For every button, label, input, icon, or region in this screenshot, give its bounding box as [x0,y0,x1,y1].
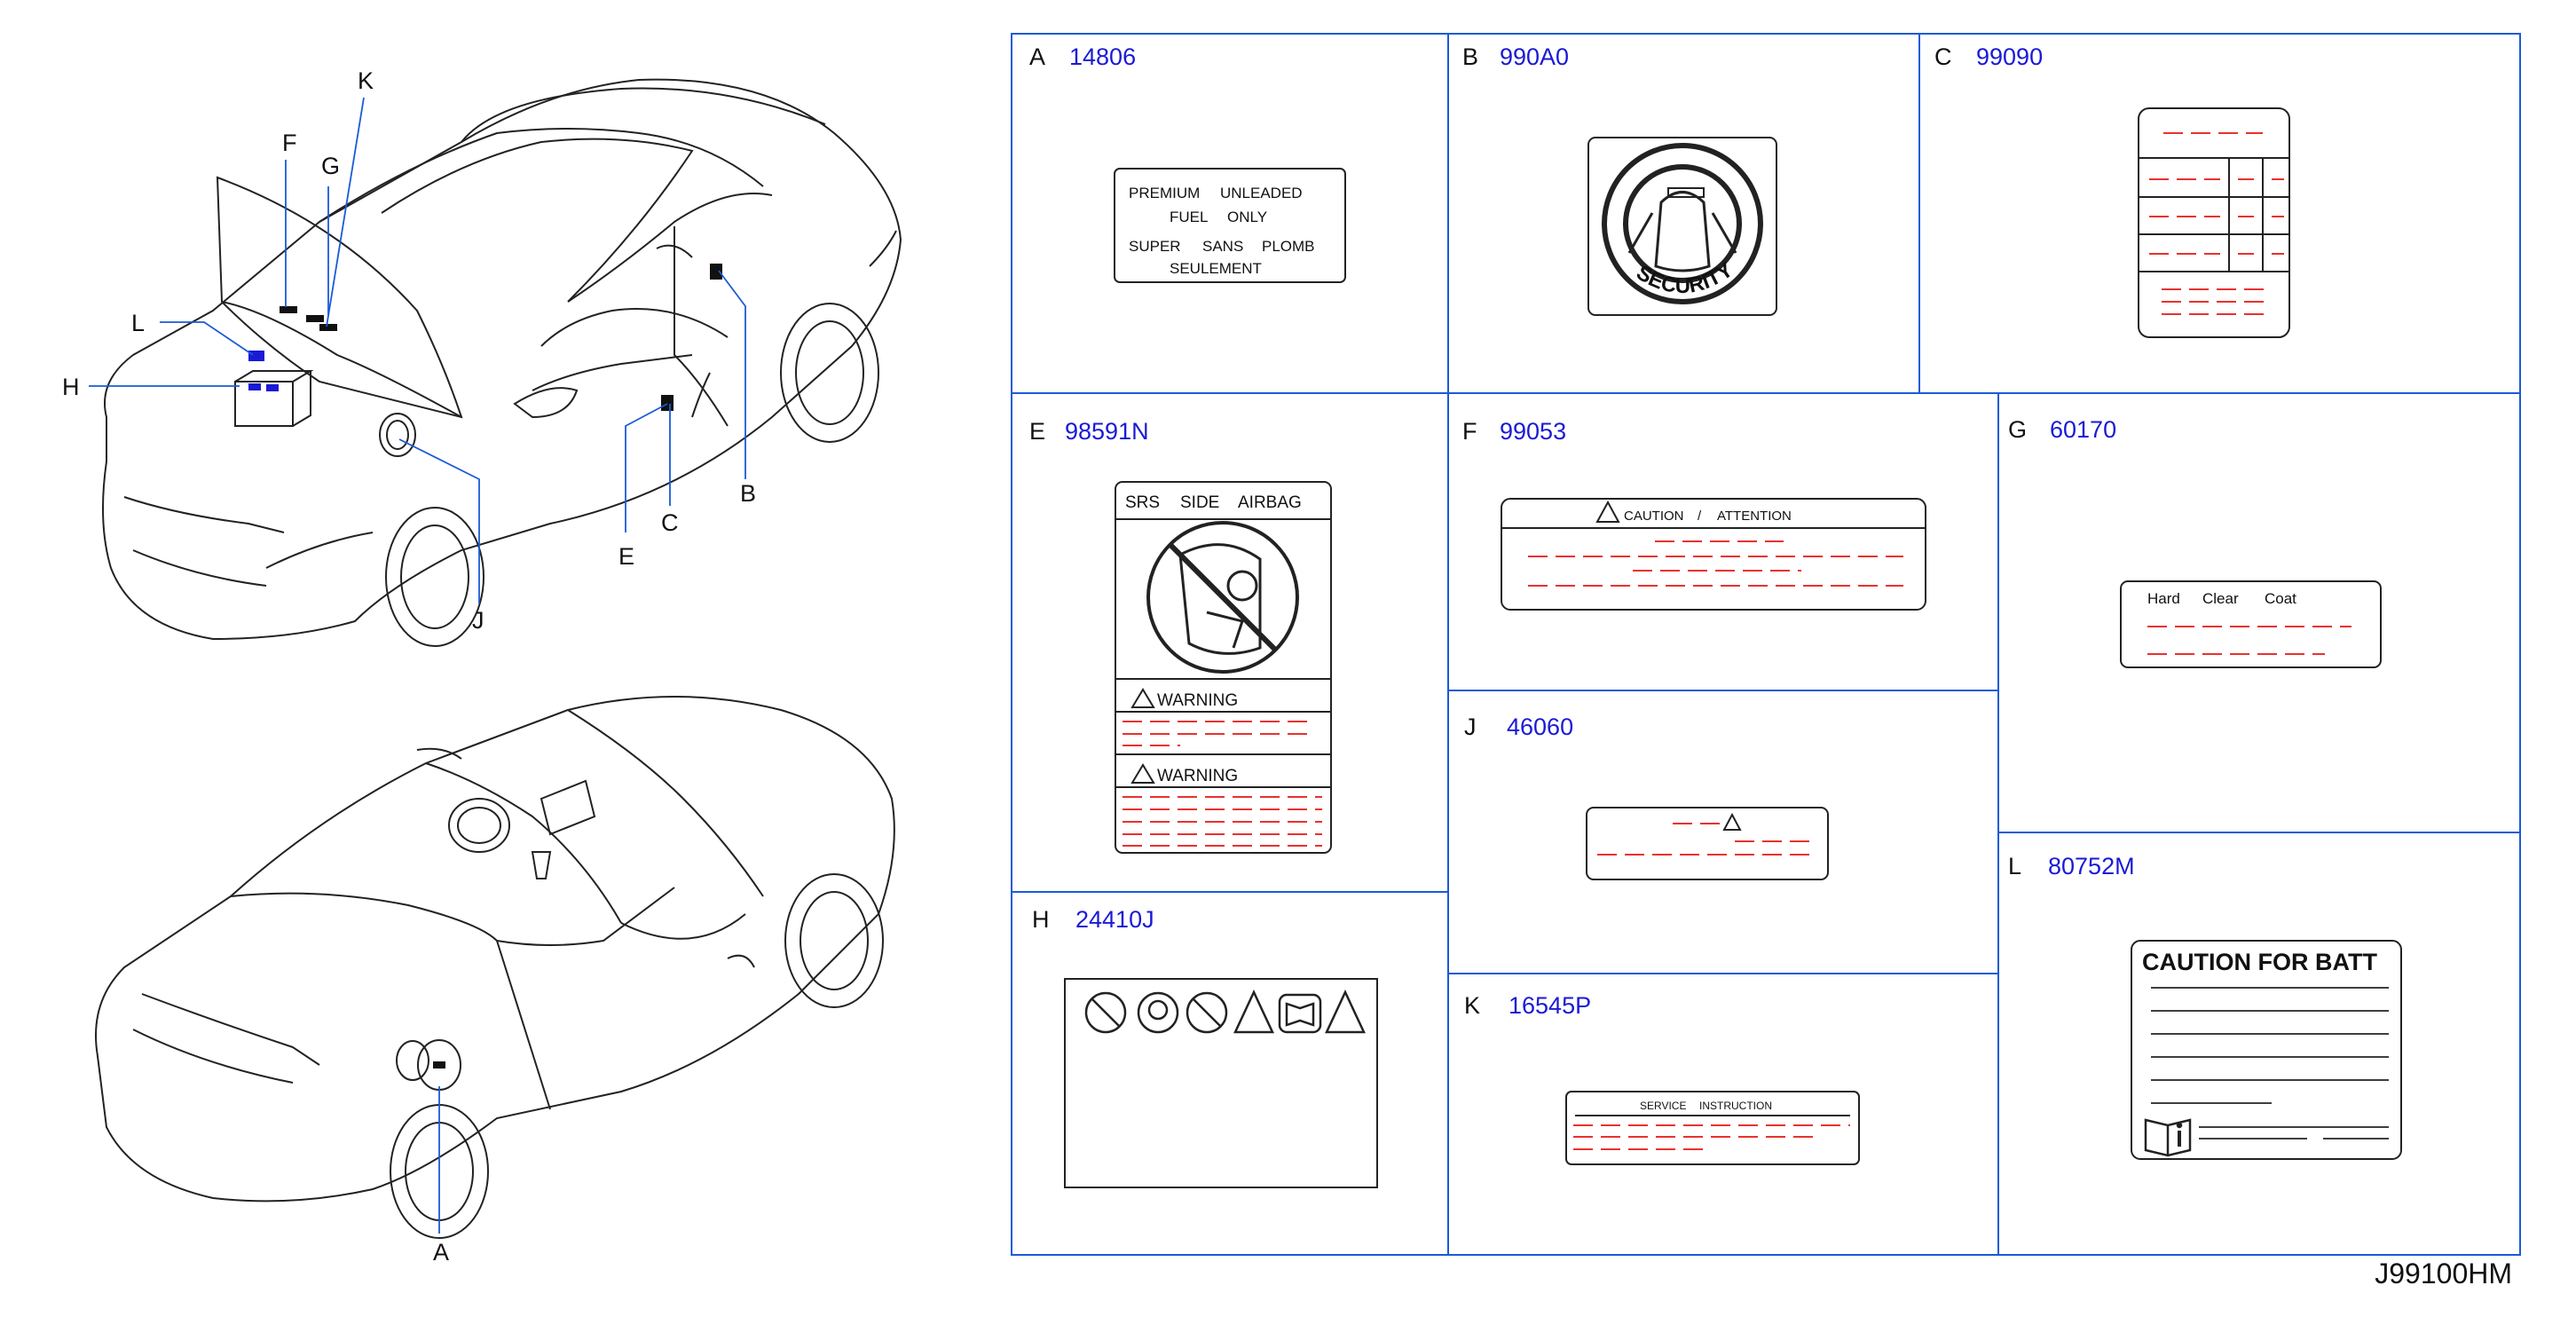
callout-F: F [282,130,297,156]
tire-placard-label [2138,107,2290,338]
callout-A: A [433,1239,449,1266]
attention-text: ATTENTION [1717,509,1792,524]
cell-b-letter: B [1462,43,1478,70]
cell-g-part-number: 60170 [2050,416,2116,443]
caution-label [1501,498,1926,611]
cell-b-part-number: 990A0 [1500,43,1569,70]
callout-L: L [131,310,145,336]
callout-E: E [618,543,634,570]
fuel-label-line3c: PLOMB [1262,238,1315,255]
cell-f: F 99053 CAUTION / ATTENTION [1462,418,1926,611]
srs-airbag-label [1115,481,1332,854]
fuel-label-line3a: SUPER [1129,238,1181,255]
coat-word-3: Coat [2265,590,2296,607]
cell-c-letter: C [1934,43,1952,70]
cell-b: B 990A0 SECURITY [1462,43,1777,316]
fuel-label-line2b: ONLY [1227,209,1267,225]
cell-e-letter: E [1029,418,1045,445]
car-rear-view-icon [95,696,895,1239]
security-label [1587,137,1777,316]
service-text: SERVICE [1640,1100,1686,1112]
cell-l: L 80752M CAUTION FOR BATT [2008,853,2402,1160]
cell-c: C 99090 [1934,43,2290,338]
cell-j-letter: J [1464,714,1477,740]
hard-clear-coat-label [2120,580,2382,668]
srs-header-1: SRS [1125,493,1160,512]
cell-h-part-number: 24410J [1075,906,1154,933]
warning-triangle-icon [1130,763,1155,784]
cell-k-part-number: 16545P [1509,992,1591,1019]
battery-warning-label [1064,978,1378,1188]
warning-text-1: WARNING [1157,691,1238,710]
callout-B: B [740,480,756,507]
srs-header-2: SIDE [1180,493,1219,512]
battery-caution-label [2131,940,2402,1160]
fuel-label-line1b: UNLEADED [1220,185,1303,201]
fuel-label-line1a: PREMIUM [1129,185,1200,201]
no-child-seat-icon [1146,521,1299,674]
coat-word-2: Clear [2202,590,2239,607]
cell-l-letter: L [2008,853,2021,879]
callout-H: H [62,374,80,400]
car-outline-icon [1654,191,1711,272]
cell-j-part-number: 46060 [1507,714,1573,740]
cell-c-part-number: 99090 [1976,43,2043,70]
cell-a-letter: A [1029,43,1045,70]
cell-j: J 46060 [1464,714,1829,880]
caution-text: CAUTION [1624,509,1684,524]
battery-caution-title: CAUTION FOR BATT [2142,949,2377,975]
battery-hazard-icons [1084,990,1366,1034]
fuel-label [1114,168,1346,283]
cell-g-letter: G [2008,416,2027,443]
book-info-icon [2144,1118,2192,1157]
cell-k-letter: K [1464,992,1480,1019]
cell-a-part-number: 14806 [1069,43,1136,70]
cell-h-letter: H [1032,906,1050,933]
instruction-text: INSTRUCTION [1699,1100,1772,1112]
warning-triangle-icon [1130,688,1155,708]
warning-triangle-icon [1722,812,1742,831]
cell-l-part-number: 80752M [2048,853,2135,879]
cell-f-part-number: 99053 [1500,418,1566,445]
service-instruction-label [1565,1091,1860,1165]
cell-f-letter: F [1462,418,1477,445]
cell-a: A 14806 PREMIUM UNLEADED FUEL ONLY SUPER… [1029,43,1346,283]
fuel-label-line4: SEULEMENT [1170,260,1262,277]
callout-J: J [472,607,484,634]
cell-k: K 16545P SERVICE INSTRUCTION [1464,992,1860,1165]
fuel-label-line2a: FUEL [1170,209,1208,225]
warning-text-2: WARNING [1157,767,1238,785]
warning-triangle-icon [1595,500,1620,523]
callout-G: G [321,153,340,179]
fuel-label-line3b: SANS [1202,238,1243,255]
srs-header-3: AIRBAG [1238,493,1302,512]
callout-K: K [358,67,374,94]
coat-word-1: Hard [2147,590,2180,607]
vehicle-illustrations: F G K L H B C E J A [62,67,902,1266]
cell-e: E 98591N SRS SIDE AIRBAG WARNING WARNING [1029,418,1332,854]
callout-C: C [661,509,679,536]
caution-slash: / [1698,509,1702,524]
cell-g: G 60170 Hard Clear Coat [2008,416,2382,668]
cell-e-part-number: 98591N [1065,418,1149,445]
warning-strip-label [1586,807,1829,880]
cell-h: H 24410J [1032,906,1378,1188]
diagram-code: J99100HM [2375,1258,2512,1289]
